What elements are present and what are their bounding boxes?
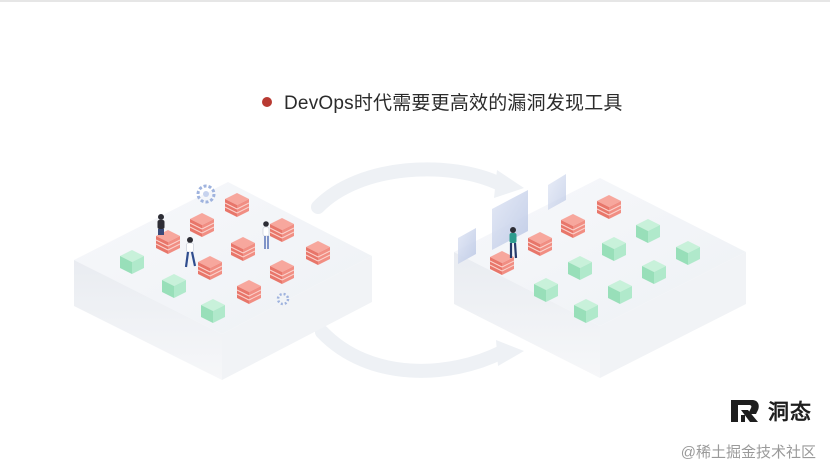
brand-name: 洞态 xyxy=(768,401,812,424)
return-arrow xyxy=(315,325,509,378)
forward-arrowhead-icon xyxy=(494,170,524,198)
slide-title: DevOps时代需要更高效的漏洞发现工具 xyxy=(284,93,623,114)
gear-icon xyxy=(196,184,216,204)
slide-heading: DevOps时代需要更高效的漏洞发现工具 xyxy=(262,88,623,115)
bullet-icon xyxy=(262,96,272,107)
watermark-text: @稀土掘金技术社区 xyxy=(680,444,816,461)
forward-arrow xyxy=(311,162,507,214)
person-icon xyxy=(184,237,197,268)
brand-logo-icon xyxy=(731,400,759,422)
person-icon xyxy=(262,221,270,249)
gear-icon xyxy=(276,292,290,306)
brand: 洞态 xyxy=(728,396,812,426)
person-icon xyxy=(509,227,518,259)
person-icon xyxy=(157,214,165,235)
left-platform xyxy=(74,182,372,380)
return-arrowhead-icon xyxy=(496,340,524,366)
screen-panels xyxy=(458,174,566,264)
